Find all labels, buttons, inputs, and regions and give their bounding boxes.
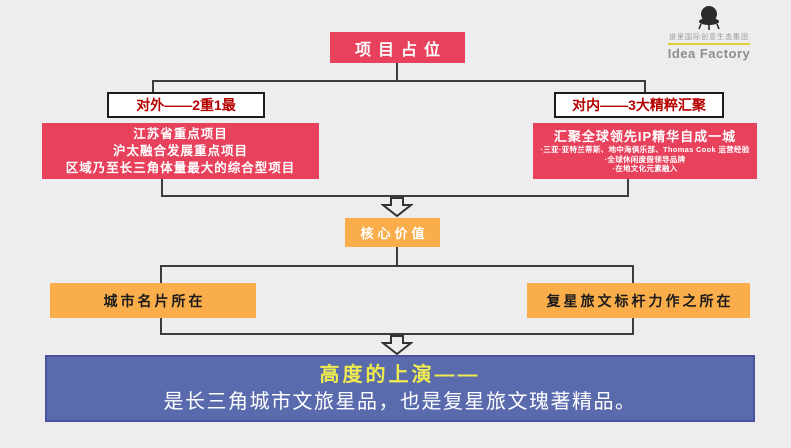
connector-left-red-drop	[161, 179, 163, 197]
left-branch-label-box: 对外——2重1最	[107, 92, 265, 118]
conclusion-box: 高度的上演—— 是长三角城市文旅星品，也是复星旅文瑰著精品。	[45, 355, 755, 422]
idea-factory-logo-icon	[698, 6, 720, 30]
connector-right-bottom-drop	[632, 318, 634, 335]
connector-converge-horizontal-2	[160, 333, 634, 335]
connector-core-drop	[396, 247, 398, 267]
left-branch-line-3: 区域乃至长三角体量最大的综合型项目	[65, 160, 296, 175]
connector-right-orange-drop	[632, 265, 634, 284]
connector-left-branch-drop	[152, 80, 154, 93]
connector-left-orange-drop	[160, 265, 162, 284]
right-branch-label-box: 对内——3大精粹汇聚	[554, 92, 724, 118]
down-arrow-icon	[381, 197, 413, 217]
left-branch-content-box: 江苏省重点项目 沪太融合发展重点项目 区域乃至长三角体量最大的综合型项目	[42, 123, 319, 179]
idea-factory-logo: 道里国际创意生态集团 Idea Factory	[653, 5, 765, 61]
logo-yellow-rule	[668, 43, 750, 45]
down-arrow-icon	[381, 335, 413, 355]
left-branch-line-2: 沪太融合发展重点项目	[112, 143, 248, 158]
conclusion-body: 是长三角城市文旅星品，也是复星旅文瑰著精品。	[163, 390, 637, 413]
connector-split-horizontal	[160, 265, 634, 267]
top-title-box: 项目占位	[330, 32, 465, 63]
left-branch-line-1: 江苏省重点项目	[133, 126, 228, 141]
connector-top-vertical	[396, 63, 398, 81]
right-value-box: 复星旅文标杆力作之所在	[527, 283, 750, 318]
right-branch-bullet-1: ·三亚·亚特兰蒂斯、地中海俱乐部、Thomas Cook 运营经验	[540, 145, 750, 155]
connector-left-bottom-drop	[160, 318, 162, 335]
connector-right-red-drop	[627, 179, 629, 197]
right-branch-title: 汇聚全球领先IP精华自成一城	[553, 129, 737, 145]
core-value-box: 核心价值	[345, 218, 440, 247]
conclusion-title: 高度的上演——	[319, 363, 481, 386]
left-value-box: 城市名片所在	[50, 283, 256, 318]
right-branch-content-box: 汇聚全球领先IP精华自成一城 ·三亚·亚特兰蒂斯、地中海俱乐部、Thomas C…	[533, 123, 757, 179]
connector-branch-horizontal	[152, 80, 646, 82]
right-branch-bullet-2: ·全球休闲度假领导品牌	[604, 154, 686, 164]
logo-company-name-en: Idea Factory	[667, 46, 751, 61]
logo-company-name-cn: 道里国际创意生态集团	[669, 34, 749, 41]
right-branch-bullet-3: ·在地文化元素融入	[612, 164, 678, 174]
connector-converge-horizontal-1	[161, 195, 629, 197]
connector-right-branch-drop	[644, 80, 646, 93]
